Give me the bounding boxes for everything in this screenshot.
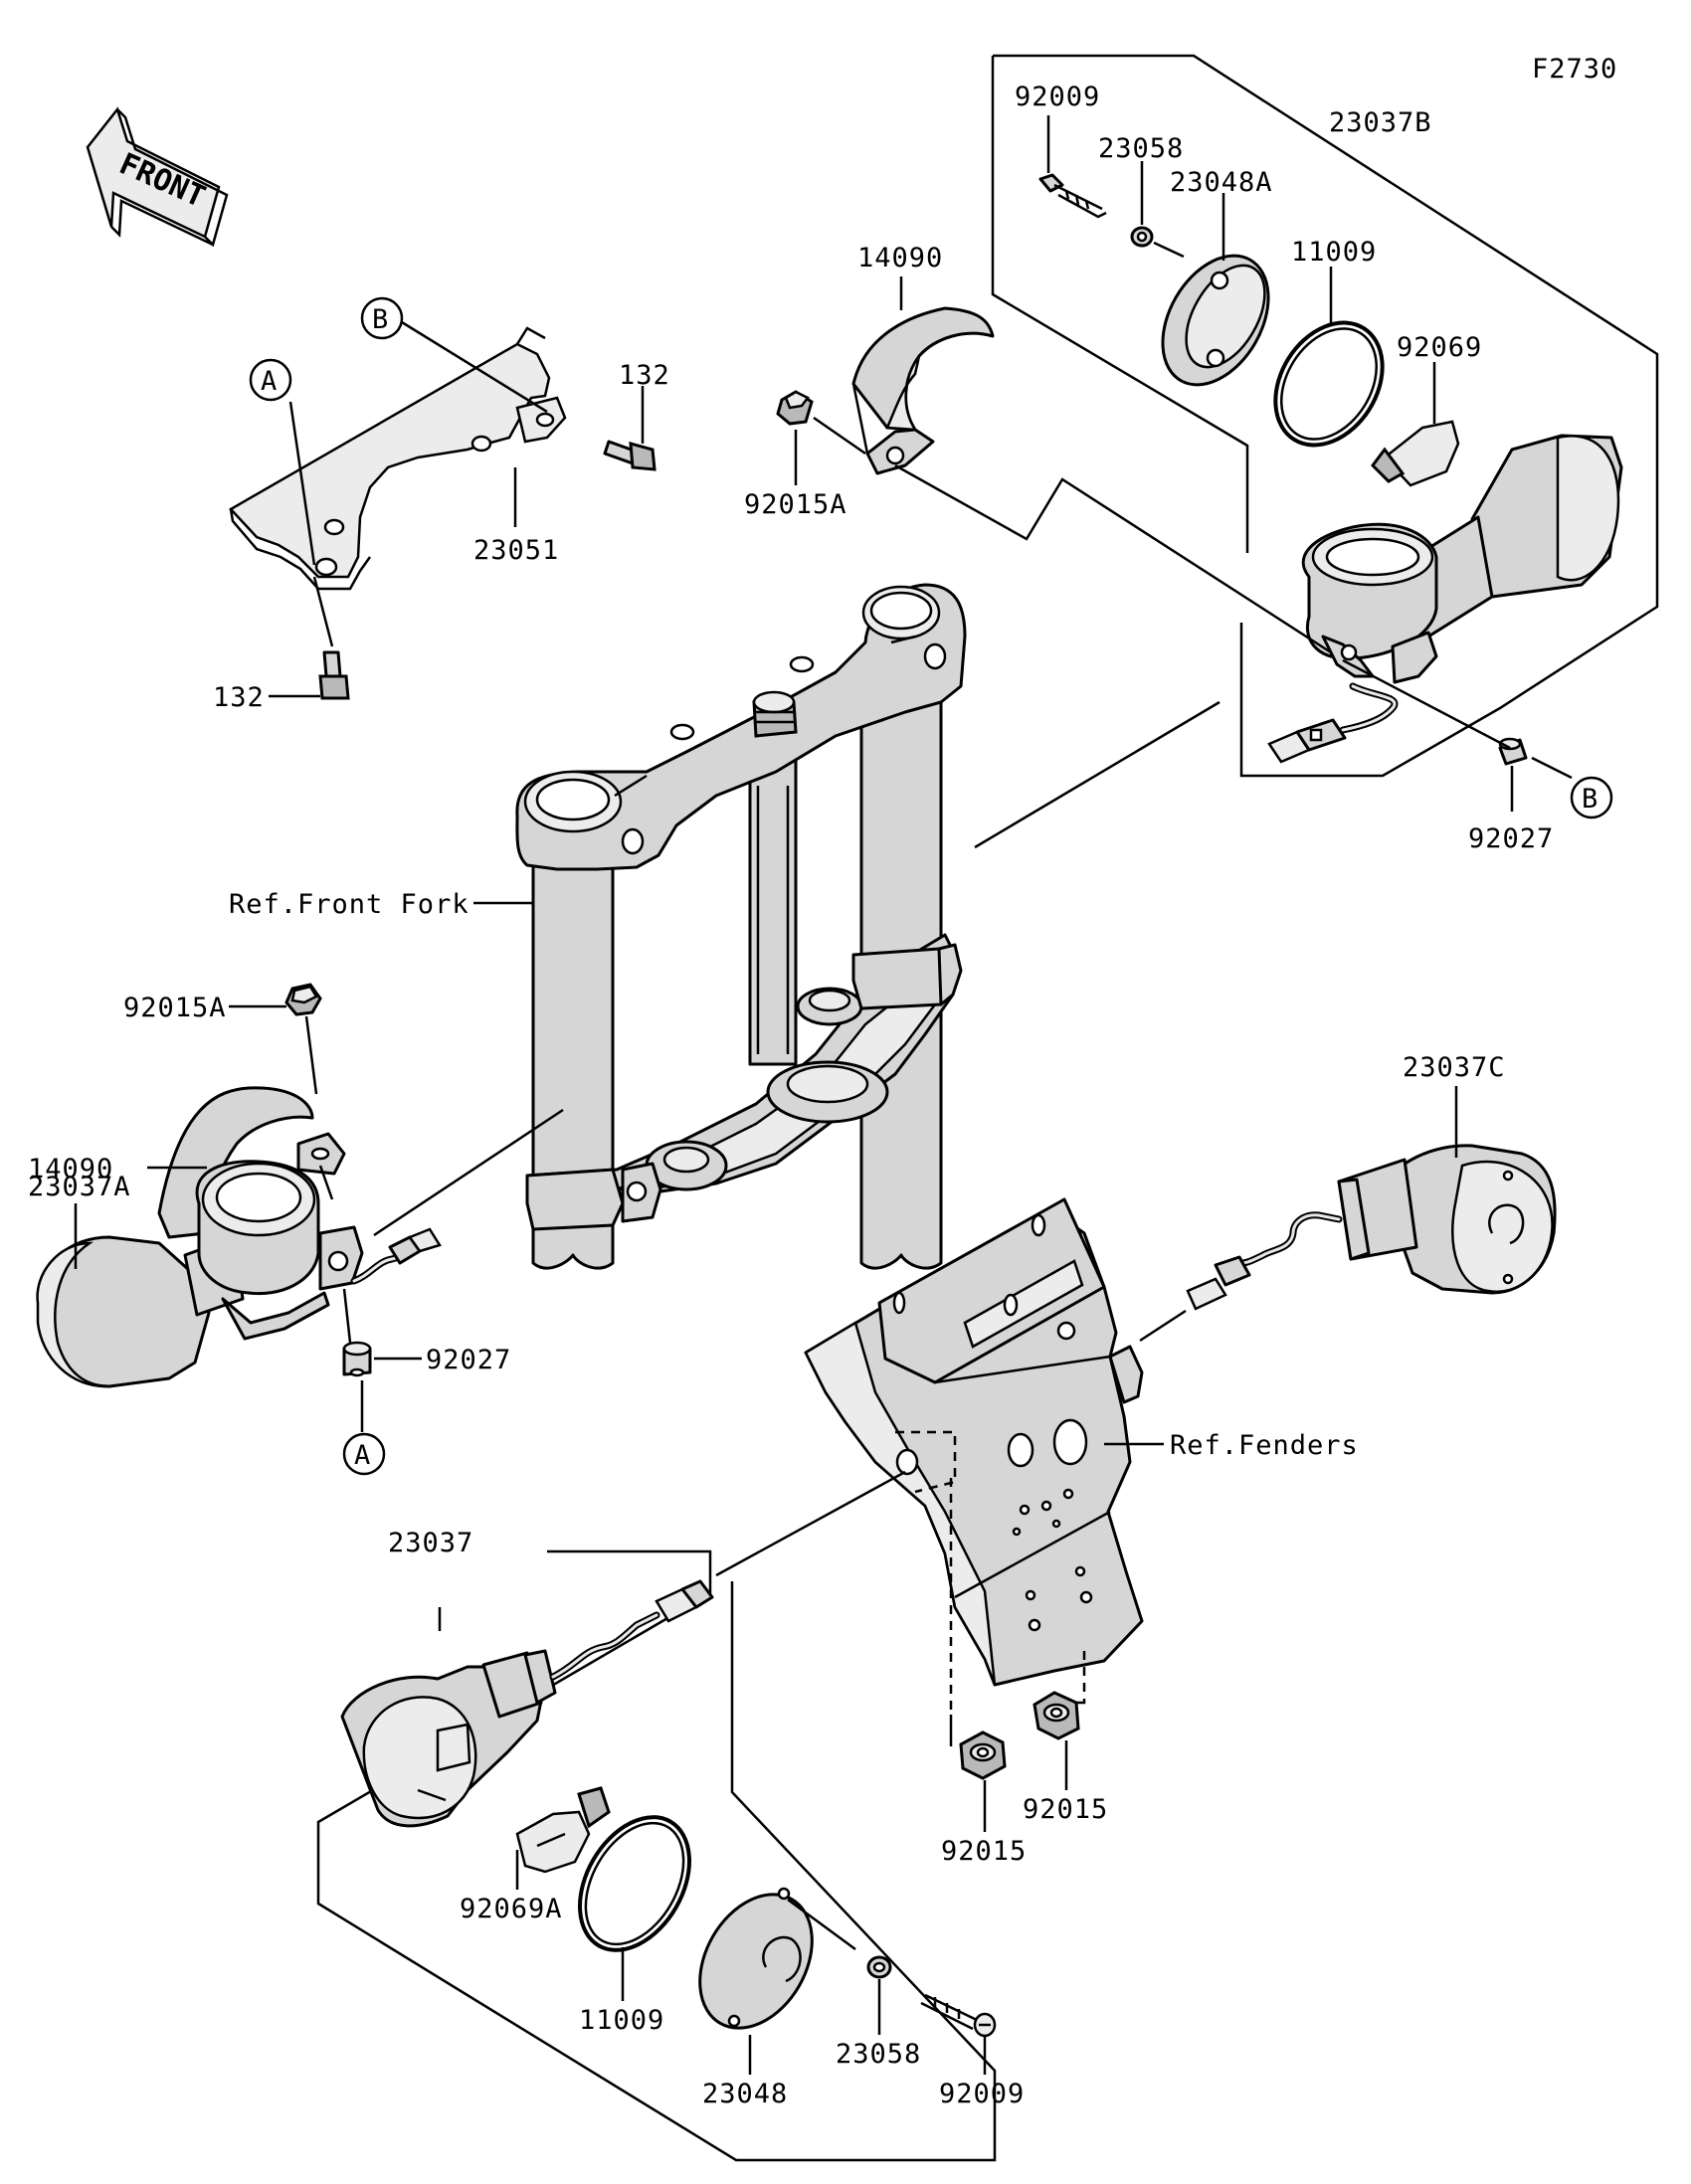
washer-23058-bottom xyxy=(866,1955,892,1979)
label-92069a: 92069A xyxy=(460,1894,563,1924)
bolt-132-bottom xyxy=(318,650,350,700)
label-23037b: 23037B xyxy=(1329,107,1432,138)
callout-a-bottom: A xyxy=(342,1432,386,1476)
turn-signal-housing-bottom xyxy=(340,1649,557,1828)
svg-text:A: A xyxy=(261,366,278,397)
label-23048a: 23048A xyxy=(1170,167,1273,198)
bracket-23051 xyxy=(229,326,567,591)
nut-92015a-top xyxy=(776,390,814,426)
label-92027-right: 92027 xyxy=(1468,823,1554,854)
label-23037c: 23037C xyxy=(1403,1052,1506,1083)
clamp-14090-top xyxy=(851,306,995,475)
bolt-132-top xyxy=(603,440,657,471)
lens-23048 xyxy=(698,1887,814,2030)
screw-92009-top xyxy=(1038,173,1107,219)
screw-92009-bottom xyxy=(920,1993,997,2038)
label-ref-fenders: Ref.Fenders xyxy=(1170,1430,1359,1461)
label-92009-top: 92009 xyxy=(1015,82,1100,112)
fender-license-bracket xyxy=(804,1197,1144,1687)
gasket-11009-top xyxy=(1273,320,1385,448)
front-direction-arrow: FRONT xyxy=(86,106,229,248)
label-23051: 23051 xyxy=(473,535,559,566)
gasket-11009-bottom xyxy=(578,1815,691,1952)
label-23037a: 23037A xyxy=(28,1172,131,1202)
label-132-bottom: 132 xyxy=(213,682,265,713)
callout-b-right: B xyxy=(1570,776,1613,819)
label-11009-top: 11009 xyxy=(1291,237,1377,268)
label-92069: 92069 xyxy=(1397,332,1482,363)
lens-23048a xyxy=(1161,254,1270,387)
label-23058-bottom: 23058 xyxy=(836,2039,921,2070)
label-92015a-top: 92015A xyxy=(744,489,847,520)
group-outline-23037 xyxy=(316,1549,997,2162)
connector-right xyxy=(1186,1255,1251,1311)
label-92015-right: 92015 xyxy=(1023,1794,1108,1825)
svg-text:B: B xyxy=(1582,784,1598,815)
callout-b-top: B xyxy=(360,296,404,340)
svg-text:A: A xyxy=(354,1440,371,1471)
label-14090-top: 14090 xyxy=(857,243,943,273)
figure-code: F2730 xyxy=(1532,54,1617,85)
turn-signal-housing-top xyxy=(1301,434,1623,684)
turn-signal-housing-left xyxy=(36,1160,364,1388)
turn-signal-housing-23037c xyxy=(1337,1144,1557,1295)
bulb-92069a xyxy=(515,1786,611,1874)
label-ref-front-fork: Ref.Front Fork xyxy=(229,889,470,920)
connector-left xyxy=(388,1227,442,1265)
connector-bottom xyxy=(655,1579,714,1623)
connector-top-right xyxy=(1267,718,1347,764)
cap-92027-left xyxy=(342,1341,372,1377)
label-14090-left: 14090 xyxy=(28,1154,113,1184)
group-outline-23037b xyxy=(993,54,1659,778)
front-fork-assembly xyxy=(515,583,967,1270)
label-92015a-left: 92015A xyxy=(123,993,227,1023)
svg-text:B: B xyxy=(372,304,389,335)
label-92027-left: 92027 xyxy=(426,1345,511,1375)
callout-a-top: A xyxy=(249,358,292,402)
label-23037: 23037 xyxy=(388,1528,473,1558)
label-23058-top: 23058 xyxy=(1098,133,1184,164)
label-92015-left: 92015 xyxy=(941,1836,1027,1867)
label-132-top: 132 xyxy=(619,360,670,391)
label-23048: 23048 xyxy=(702,2079,788,2109)
label-11009-bottom: 11009 xyxy=(579,2005,664,2036)
nut-92015a-left xyxy=(284,983,322,1016)
label-92009-bottom: 92009 xyxy=(939,2079,1025,2109)
nut-92015-left xyxy=(959,1730,1007,1780)
washer-23058-top xyxy=(1130,226,1154,248)
nut-92015-right xyxy=(1033,1691,1080,1740)
cap-92027-right xyxy=(1498,737,1528,766)
bulb-92069 xyxy=(1371,420,1460,487)
